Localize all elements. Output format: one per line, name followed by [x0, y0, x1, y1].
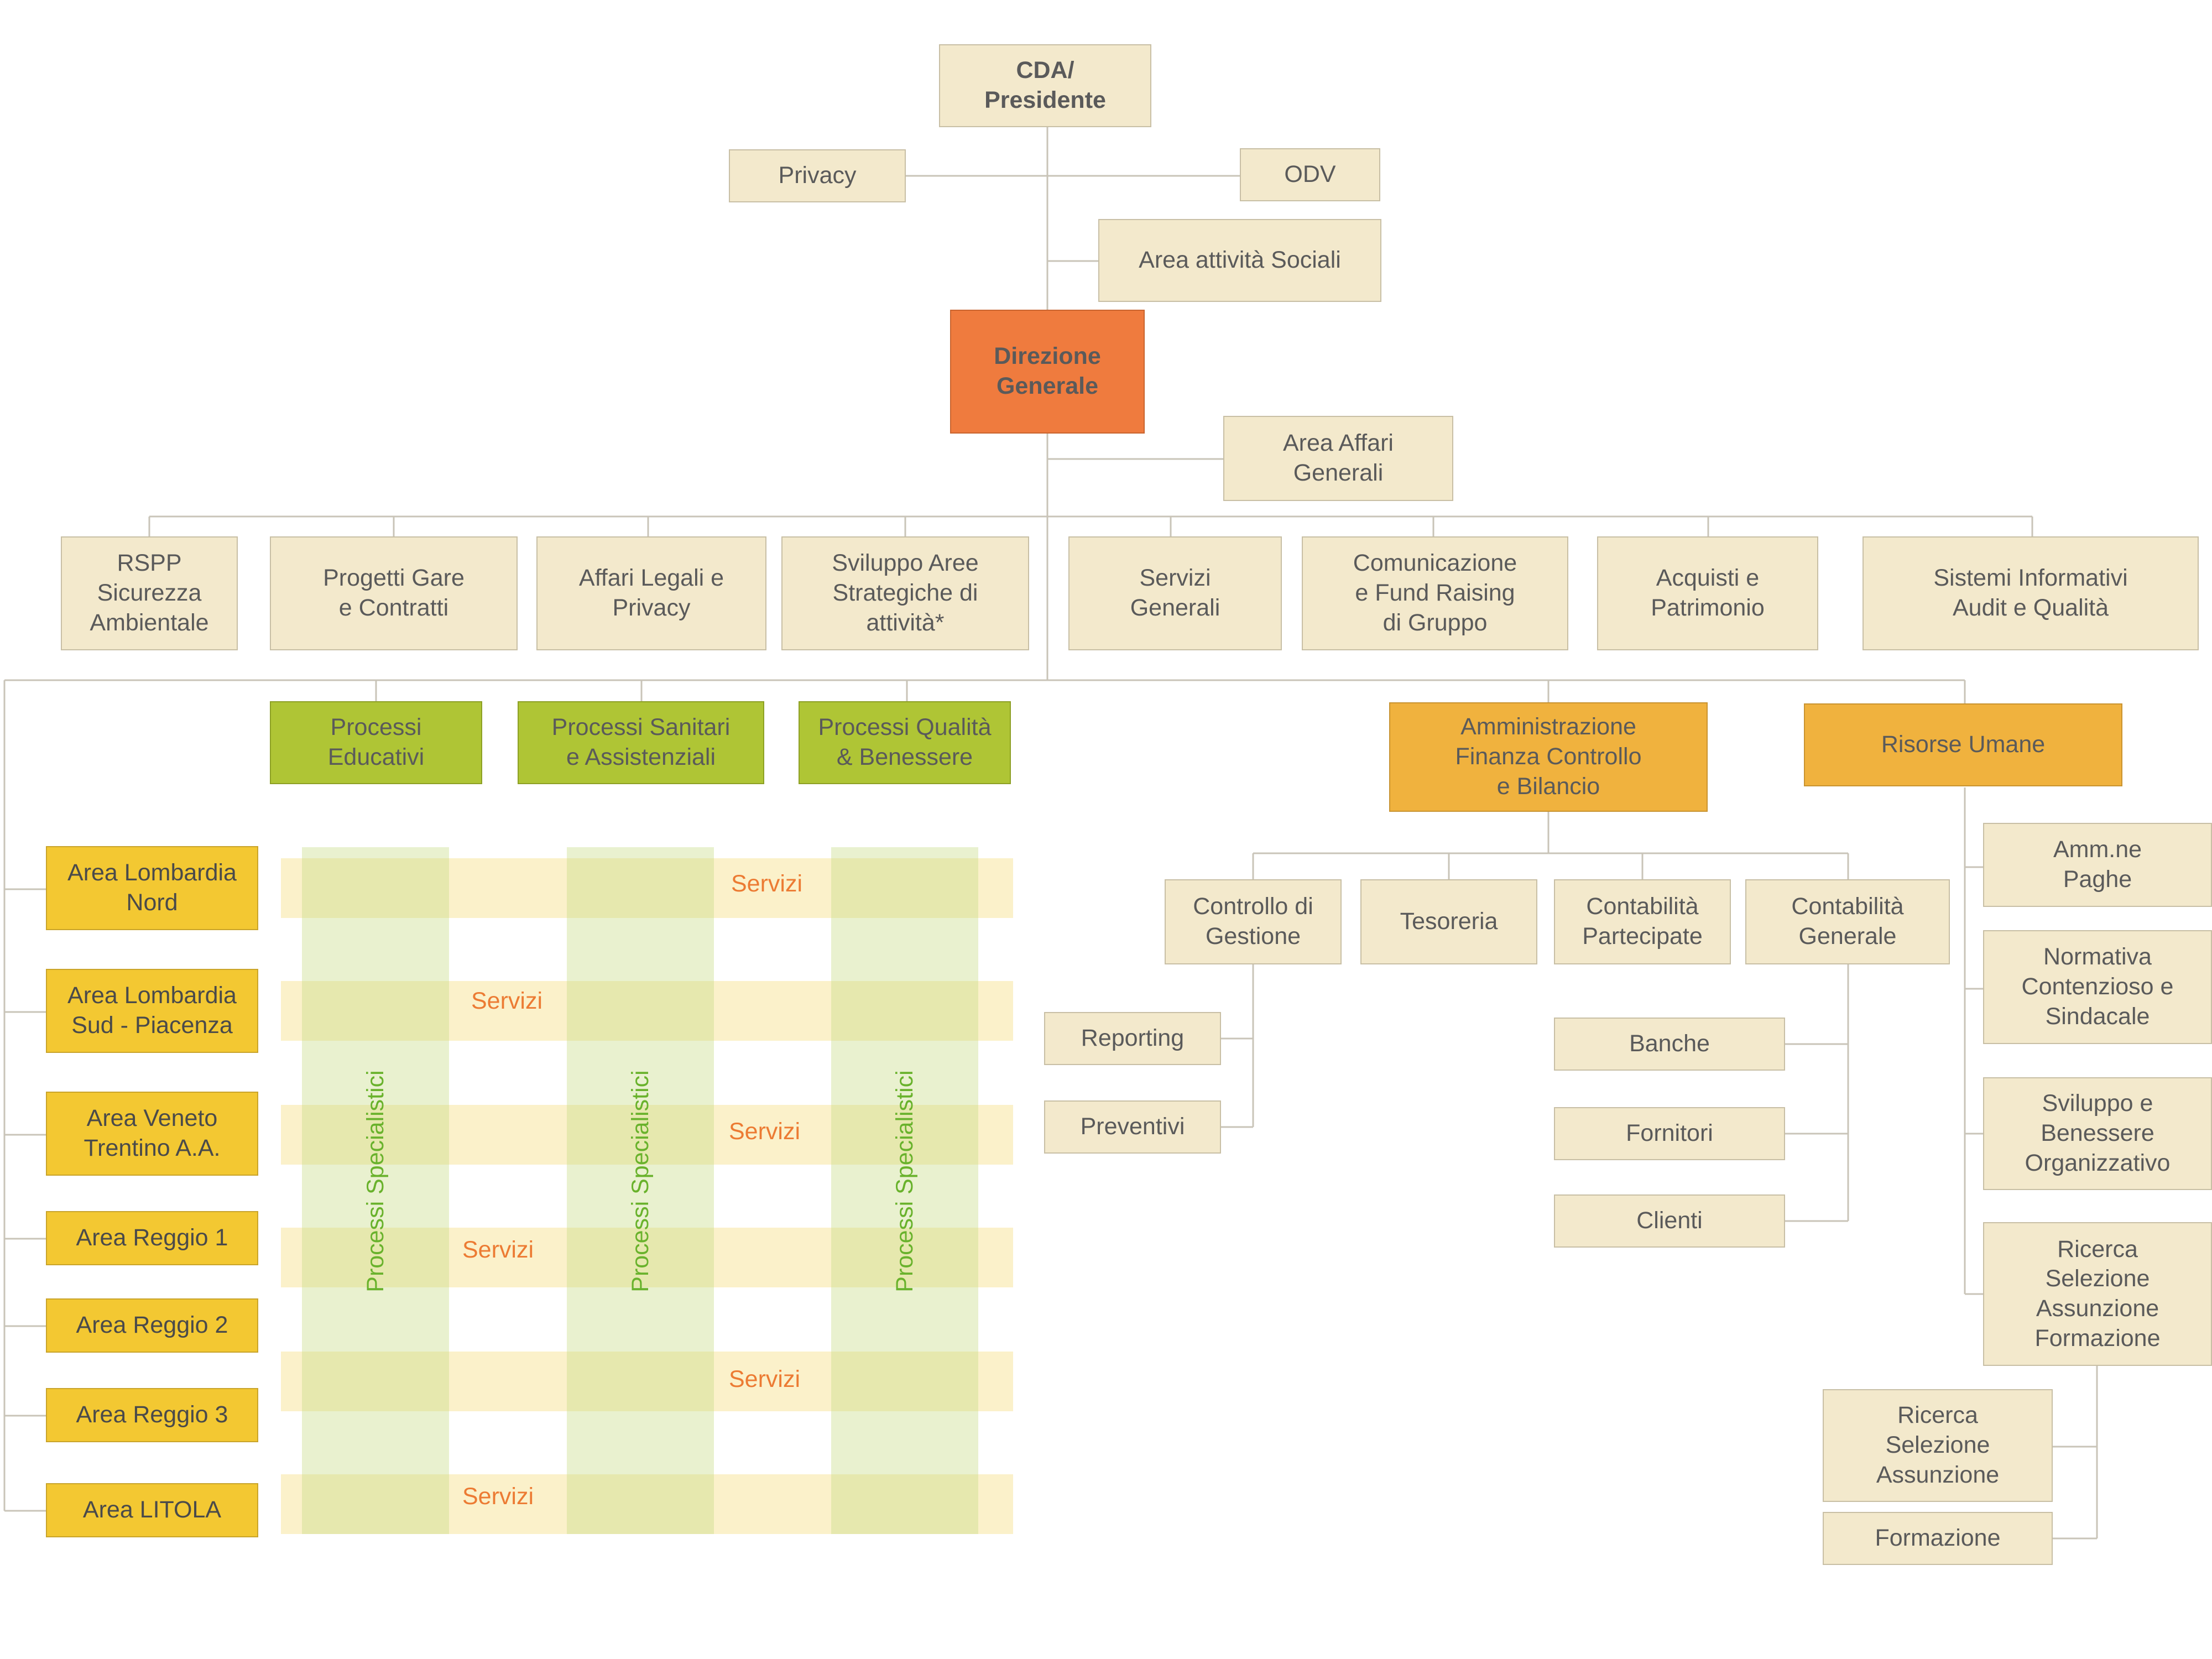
servizi-label: Servizi	[729, 1118, 801, 1145]
servizi-label: Servizi	[462, 1483, 534, 1510]
servizi-band	[281, 1474, 1013, 1534]
servizi-label: Servizi	[471, 988, 543, 1014]
staff-unit-box: Sviluppo Aree Strategiche di attività*	[781, 536, 1029, 650]
formazione-box: Formazione	[1823, 1512, 2053, 1565]
process-column	[831, 847, 978, 1534]
tesoreria-box: Tesoreria	[1360, 879, 1537, 964]
cda-presidente-box: CDA/ Presidente	[939, 44, 1151, 127]
process-box: Processi Educativi	[270, 701, 482, 784]
servizi-band	[281, 1105, 1013, 1165]
clienti-box: Clienti	[1554, 1194, 1785, 1248]
process-column-label: Processi Specialistici	[891, 1070, 918, 1292]
area-box: Area Lombardia Sud - Piacenza	[46, 969, 258, 1053]
reporting-box: Reporting	[1044, 1012, 1221, 1065]
staff-unit-box: Comunicazione e Fund Raising di Gruppo	[1302, 536, 1568, 650]
process-column	[302, 847, 449, 1534]
area-box: Area Reggio 1	[46, 1211, 258, 1265]
servizi-band	[281, 981, 1013, 1041]
sviluppo-benessere-box: Sviluppo e Benessere Organizzativo	[1983, 1077, 2212, 1190]
staff-unit-box: Sistemi Informativi Audit e Qualità	[1863, 536, 2199, 650]
controllo-gestione-box: Controllo di Gestione	[1165, 879, 1342, 964]
contabilita-partecipate-box: Contabilità Partecipate	[1554, 879, 1731, 964]
servizi-band	[281, 1352, 1013, 1411]
process-box: Processi Qualità & Benessere	[799, 701, 1011, 784]
privacy-box: Privacy	[729, 149, 906, 202]
staff-unit-box: Servizi Generali	[1068, 536, 1282, 650]
direzione-generale-box: Direzione Generale	[950, 310, 1145, 434]
area-box: Area LITOLA	[46, 1483, 258, 1537]
area-box: Area Reggio 3	[46, 1388, 258, 1442]
risorse-umane-box: Risorse Umane	[1804, 703, 2122, 786]
servizi-label: Servizi	[731, 870, 803, 897]
amministrazione-box: Amministrazione Finanza Controllo e Bila…	[1389, 702, 1708, 812]
area-box: Area Veneto Trentino A.A.	[46, 1092, 258, 1176]
area-affari-generali-box: Area Affari Generali	[1223, 416, 1453, 501]
staff-unit-box: Progetti Gare e Contratti	[270, 536, 518, 650]
normativa-box: Normativa Contenzioso e Sindacale	[1983, 930, 2212, 1044]
banche-box: Banche	[1554, 1018, 1785, 1071]
amm-paghe-box: Amm.ne Paghe	[1983, 823, 2212, 907]
servizi-label: Servizi	[729, 1366, 801, 1392]
process-column-label: Processi Specialistici	[627, 1070, 654, 1292]
ricerca-selezione-box: Ricerca Selezione Assunzione	[1823, 1389, 2053, 1502]
area-box: Area Lombardia Nord	[46, 846, 258, 930]
staff-unit-box: Affari Legali e Privacy	[536, 536, 766, 650]
servizi-label: Servizi	[462, 1237, 534, 1263]
staff-unit-box: Acquisti e Patrimonio	[1597, 536, 1818, 650]
process-column	[567, 847, 714, 1534]
ricerca-formazione-box: Ricerca Selezione Assunzione Formazione	[1983, 1222, 2212, 1366]
fornitori-box: Fornitori	[1554, 1107, 1785, 1160]
area-box: Area Reggio 2	[46, 1298, 258, 1353]
staff-unit-box: RSPP Sicurezza Ambientale	[61, 536, 238, 650]
servizi-band	[281, 858, 1013, 918]
process-box: Processi Sanitari e Assistenziali	[518, 701, 764, 784]
process-column-label: Processi Specialistici	[362, 1070, 389, 1292]
contabilita-generale-box: Contabilità Generale	[1745, 879, 1950, 964]
area-attivita-sociali-box: Area attività Sociali	[1098, 219, 1381, 302]
odv-box: ODV	[1240, 148, 1380, 201]
servizi-band	[281, 1228, 1013, 1287]
preventivi-box: Preventivi	[1044, 1100, 1221, 1154]
